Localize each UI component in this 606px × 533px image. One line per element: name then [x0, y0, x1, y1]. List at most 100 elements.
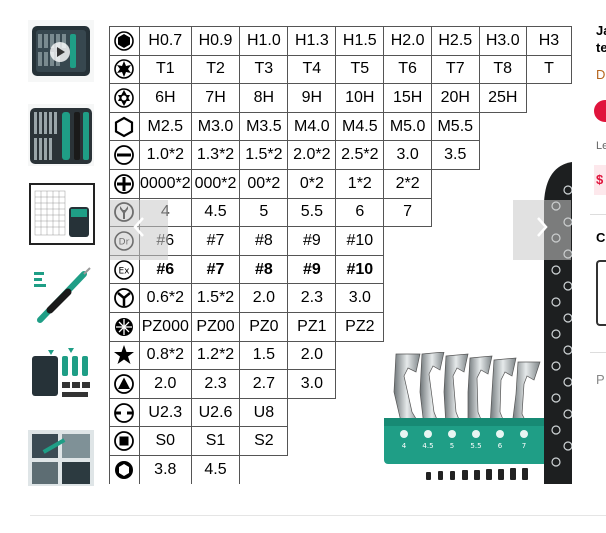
spec-cell: T3 [239, 54, 289, 85]
spec-cell: S2 [239, 426, 289, 456]
thumb-1-case[interactable] [28, 20, 94, 82]
spec-cell: 2.5*2 [335, 140, 385, 170]
spec-row: Ex#6#7#8#9#10 [109, 254, 572, 285]
spec-cell: M5.5 [430, 111, 480, 142]
spec-cell: H1.3 [287, 26, 337, 56]
spec-cell: M4.0 [287, 111, 337, 142]
spec-cell: 2.3 [287, 283, 337, 313]
spec-cell: 6 [335, 197, 385, 228]
thumb-5-contents[interactable] [28, 346, 94, 408]
spec-cell: 3.0 [287, 369, 337, 399]
thumb-2-image [30, 108, 92, 164]
spec-cell: 2.0 [138, 369, 192, 399]
empty-cell [431, 227, 479, 256]
spec-cell: 000*2 [190, 168, 241, 199]
next-image-button[interactable] [513, 200, 571, 260]
product-title-fragment: Ja te [596, 23, 606, 55]
spec-cell: S1 [190, 426, 241, 456]
divider-2 [590, 352, 606, 353]
wrench-size-label: 6 [498, 442, 503, 450]
spec-cell: 3.0 [335, 283, 385, 313]
empty-cell [384, 312, 432, 341]
spec-cell: #8 [239, 254, 289, 285]
empty-cell [431, 169, 479, 198]
empty-cell [479, 141, 526, 170]
spec-row: Dr#6#7#8#9#10 [109, 226, 572, 256]
spec-cell: PZ0 [239, 311, 289, 342]
spec-cell: M5.0 [383, 111, 432, 142]
slotted-bit-icon [109, 140, 140, 170]
spec-cell: H0.7 [138, 26, 192, 56]
empty-cell [336, 341, 384, 370]
label-fragment: Le [596, 140, 606, 152]
spec-cell: PZ000 [138, 311, 192, 342]
spec-cell: 1.2*2 [190, 340, 241, 371]
spec-cell: 0000*2 [138, 168, 192, 199]
store-link-fragment[interactable]: D [596, 67, 606, 82]
option-label-fragment: C [596, 230, 606, 245]
empty-cell [431, 198, 479, 227]
spec-cell: #9 [287, 254, 337, 285]
spec-cell: 20H [430, 83, 480, 113]
thumb-4-screwdriver[interactable] [28, 264, 94, 326]
spec-cell: 0*2 [287, 168, 337, 199]
spec-cell: 2.3 [190, 369, 241, 399]
spec-cell: S0 [138, 426, 192, 456]
spec-cell: 00*2 [239, 168, 289, 199]
triangle-bit-icon [109, 369, 140, 399]
u-bit-icon [109, 397, 140, 428]
svg-text:Ex: Ex [119, 266, 131, 276]
bottom-label-fragment: P [596, 372, 605, 387]
spec-cell: H2.0 [383, 26, 432, 56]
product-info-panel: Ja te D Le $ C P [590, 0, 606, 533]
hexagon-socket-icon [109, 111, 140, 142]
spec-cell: M3.0 [190, 111, 241, 142]
hex-bit-icon [109, 26, 140, 56]
spec-cell: T1 [138, 54, 192, 85]
option-thumbnail[interactable] [596, 260, 606, 326]
torx-bit-icon [109, 54, 140, 85]
spec-cell: 5 [239, 197, 289, 228]
spec-cell: 1.0*2 [138, 140, 192, 170]
spec-cell: 8H [239, 83, 289, 113]
empty-cell [526, 84, 571, 113]
thumb-2-bits[interactable] [28, 104, 94, 166]
spec-cell: PZ1 [287, 311, 337, 342]
spec-cell: 6H [138, 83, 192, 113]
prev-image-button[interactable] [110, 200, 168, 260]
chevron-left-icon [131, 213, 147, 247]
spec-cell: M4.5 [335, 111, 385, 142]
pentalobe-bit-icon [109, 340, 140, 371]
square-bit-icon [109, 426, 140, 456]
thumb-6-usage[interactable] [28, 430, 94, 486]
empty-cell [479, 112, 526, 141]
spec-cell: 2*2 [383, 168, 432, 199]
empty-cell [336, 455, 384, 484]
empty-cell [336, 398, 384, 427]
thumb-3-chart[interactable] [29, 183, 95, 245]
empty-cell [384, 284, 432, 313]
spec-cell: 4.5 [190, 197, 241, 228]
spec-cell: T [525, 54, 572, 85]
spec-cell: T5 [335, 54, 385, 85]
spec-cell: 2.0*2 [287, 140, 337, 170]
spec-cell: 1*2 [335, 168, 385, 199]
thumb-3-image [31, 185, 93, 243]
wrench-size-label: 5.5 [470, 442, 481, 450]
empty-cell [479, 312, 526, 341]
thumb-1-image [32, 26, 90, 76]
spec-cell: H1.0 [239, 26, 289, 56]
spec-cell: T8 [478, 54, 527, 85]
divider [590, 214, 606, 215]
chevron-right-icon [534, 213, 550, 247]
